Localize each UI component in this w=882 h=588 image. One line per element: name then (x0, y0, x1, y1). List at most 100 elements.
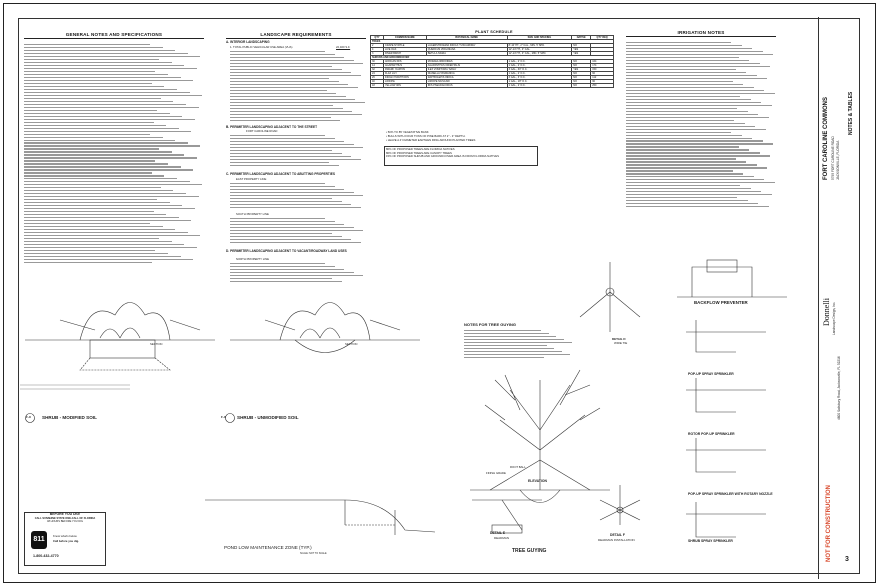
req-c-heading: C. PERIMETER LANDSCAPING ADJACENT TO ABU… (226, 172, 335, 176)
fine-print-line (230, 220, 335, 223)
tree-guying-notes-body (464, 330, 574, 360)
fine-print-line (230, 265, 335, 268)
fine-print-line (230, 191, 354, 194)
detail-d-label: DETAIL D (612, 337, 626, 341)
plant-schedule-title: PLANT SCHEDULE (475, 30, 513, 34)
fine-print-line (626, 185, 740, 187)
callbox-line3: 48 HOURS BEFORE YOU DIG (47, 520, 83, 524)
fine-print-line (24, 261, 152, 264)
fine-print-line (24, 100, 174, 102)
fine-print-line (626, 158, 736, 160)
fine-print-line (626, 50, 763, 53)
fine-print-line (230, 280, 342, 283)
fine-print-line (230, 137, 335, 140)
native-note-1: 80% OF PROPOSED TREES ARE FLORIDA NATIVE… (386, 147, 455, 151)
fine-print-line (626, 116, 769, 118)
fine-print-line (24, 196, 199, 198)
fine-print-line (230, 183, 326, 185)
fine-print-line (230, 113, 362, 115)
shrub-modified-detail (20, 302, 215, 423)
fine-print-line (24, 172, 152, 174)
fine-print-line (626, 62, 760, 65)
detail-e-label: DETAIL E (490, 531, 506, 535)
sheet-number: 3 (845, 556, 849, 563)
shrub-unmodified-title: SHRUB - UNMODIFIED SOIL (237, 415, 299, 420)
fine-print-line (24, 205, 183, 207)
req-d-body (230, 263, 366, 285)
fine-print-line (230, 277, 332, 280)
fine-print-line (230, 101, 365, 103)
req-c-body2 (230, 218, 366, 246)
fine-print-line (464, 330, 541, 332)
fine-print-line (626, 146, 739, 148)
fine-print-line (24, 193, 186, 195)
shrub-modified-title: SHRUB - MODIFIED SOIL (42, 415, 97, 420)
fine-print-line (24, 202, 170, 204)
fine-print-line (230, 155, 352, 158)
fine-print-line (24, 190, 174, 192)
req-a1: 1. TOTAL PUBLIC VEHICULAR USE AREA (VUA) (230, 45, 293, 49)
fine-print-line (24, 148, 159, 150)
fine-print-line (24, 240, 172, 243)
fine-print-line (230, 185, 335, 188)
fine-print-line (464, 347, 555, 350)
elevation-label: ELEVATION (528, 479, 547, 483)
fine-print-line (626, 71, 746, 74)
fine-print-line (230, 95, 346, 97)
section-label-2: SECTION (345, 342, 358, 346)
section-label-1: SECTION (150, 342, 163, 346)
fine-print-line (626, 110, 748, 112)
fine-print-line (626, 149, 749, 151)
fine-print-line (24, 103, 186, 105)
schedule-cell: 250 (590, 83, 614, 88)
fine-print-line (626, 83, 743, 85)
fine-print-line (626, 191, 761, 193)
fine-print-line (626, 131, 731, 133)
fine-print-line (24, 211, 154, 213)
fine-print-line (626, 42, 731, 44)
req-c-body1 (230, 183, 366, 211)
pond-zone-detail (205, 499, 436, 535)
fine-print-line (626, 89, 764, 91)
drawing-frame (18, 18, 860, 574)
811-logo: 811 (31, 531, 47, 549)
fine-print-line (24, 252, 168, 255)
native-note-2: 80% OF PROPOSED TREES ARE CANOPY TREES (386, 150, 452, 155)
fine-print-line (24, 64, 185, 67)
fine-print-line (230, 56, 345, 59)
fine-print-line (626, 104, 772, 106)
fine-print-line (24, 133, 150, 135)
fine-print-line (230, 235, 342, 238)
req-b-heading: B. PERIMETER LANDSCAPING ADJACENT TO THE… (226, 125, 318, 129)
fine-print-line (626, 59, 749, 62)
deadman-installation-label: DEADMAN INSTALLATION (598, 538, 635, 542)
pond-zone-scale: SCALE: NOT TO SCALE (300, 552, 327, 555)
fine-print-line (230, 164, 339, 167)
fine-print-line (24, 243, 185, 246)
fine-print-line (230, 143, 354, 146)
backflow-detail (677, 259, 787, 298)
drawing-sheet (3, 3, 876, 583)
fine-print-line (24, 237, 159, 240)
tree-guying-title: TREE GUYING (512, 548, 547, 554)
fine-print-line (626, 140, 763, 142)
fine-print-line (230, 116, 331, 118)
fine-print-line (230, 51, 326, 53)
fine-print-line (626, 122, 745, 124)
fine-print-line (230, 65, 332, 68)
fine-print-line (230, 140, 345, 143)
general-notes-title: GENERAL NOTES AND SPECIFICATIONS (24, 32, 204, 39)
native-note-3: 15% OF PROPOSED SHRUB AND GROUNDCOVER AR… (386, 154, 499, 159)
req-a-value: 22,400 S.F. (336, 45, 351, 49)
plant-native-notes-box: 80% OF PROPOSED TREES ARE FLORIDA NATIVE… (384, 146, 538, 166)
fine-print-line (626, 80, 733, 82)
fine-print-line (626, 74, 757, 77)
fine-print-line (230, 68, 342, 71)
fine-print-line (464, 344, 547, 347)
req-b-sub: FORT CAROLINE ROAD (246, 129, 278, 133)
fine-print-line (626, 44, 742, 47)
fine-print-line (464, 341, 572, 344)
req-a-heading: A. INTERIOR LANDSCAPING (226, 40, 270, 44)
